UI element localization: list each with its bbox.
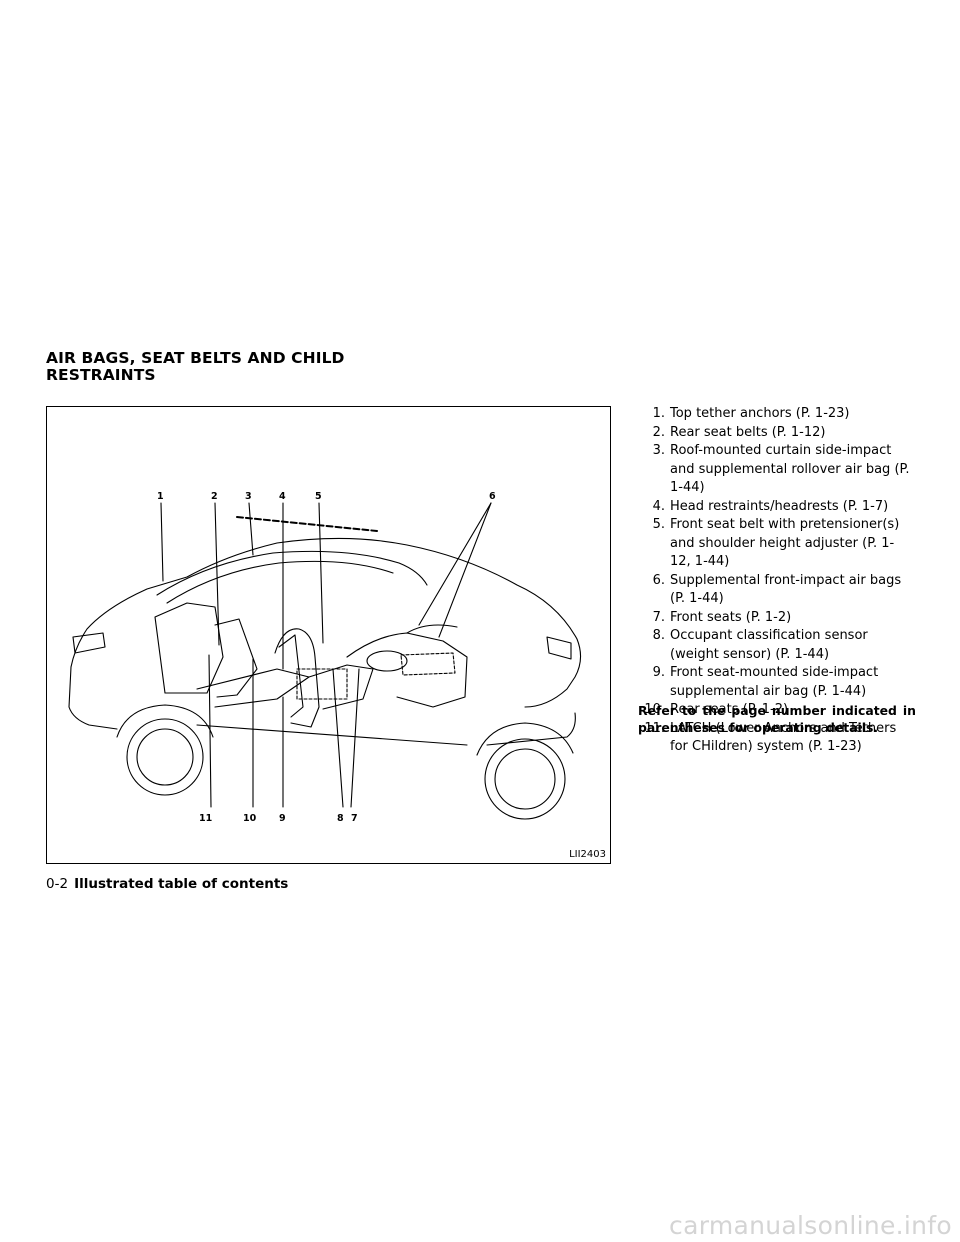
list-item-number: 8. (652, 628, 665, 643)
list-item: 7. Front seats (P. 1-2) (638, 609, 914, 628)
callout-6: 6 (489, 491, 496, 502)
callout-5: 5 (315, 491, 322, 502)
page-number: 0-2 (46, 876, 69, 892)
callout-1: 1 (157, 491, 164, 502)
list-item-number: 1. (652, 406, 665, 421)
callout-11: 11 (199, 813, 212, 824)
list-item-text: Rear seat belts (P. 1-12) (670, 424, 826, 440)
list-item-number: 10. (644, 702, 665, 717)
list-item: 9. Front seat-mounted side-impact supplem… (638, 664, 914, 701)
watermark: carmanualsonline.info (669, 1211, 952, 1240)
section-title-line-2: RESTRAINTS (46, 366, 156, 384)
callout-10: 10 (243, 813, 257, 824)
list-item-number: 4. (652, 498, 665, 514)
list-item: 5. Front seat belt with pretensioner(s) a… (638, 516, 914, 572)
callout-9: 9 (279, 813, 286, 824)
list-item-text: Front seats (P. 1-2) (670, 609, 792, 625)
chapter-title: Illustrated table of contents (74, 876, 289, 892)
list-item: 10. Rear seats (P. 1-2) (638, 701, 914, 720)
list-item-number: 3. (652, 443, 665, 458)
list-item-text: Top tether anchors (P. 1-23) (670, 406, 850, 421)
list-item-number: 2. (652, 424, 665, 440)
list-item-number: 9. (652, 665, 665, 680)
callout-3: 3 (245, 491, 252, 502)
list-item-number: 5. (652, 517, 665, 532)
list-item-text: Supplemental front-impact air bags (P. 1… (670, 572, 902, 607)
list-item-text: Front seat-mounted side-impact supplemen… (670, 665, 879, 699)
list-item: 4. Head restraints/headrests (P. 1-7) (638, 498, 914, 517)
list-item-text: LATCH (Lower Anchors and Tethers for CHi… (670, 720, 897, 755)
page-footer: 0-2 Illustrated table of contents (46, 876, 288, 892)
callout-8: 8 (337, 813, 344, 824)
list-item: 1. Top tether anchors (P. 1-23) (638, 405, 914, 424)
legend-list: 1. Top tether anchors (P. 1-23) 2. Rear se… (638, 405, 914, 757)
list-item: 2. Rear seat belts (P. 1-12) (638, 424, 914, 443)
list-item-text: Roof-mounted curtain side-impact and sup… (670, 443, 910, 495)
list-item: 8. Occupant classification sensor (weight… (638, 627, 914, 664)
section-title: AIR BAGS, SEAT BELTS AND CHILD RESTRAINT… (46, 350, 345, 384)
list-item-number: 6. (652, 572, 665, 588)
list-item: 11. LATCH (Lower Anchors and Tethers for … (638, 720, 914, 757)
list-item: 3. Roof-mounted curtain side-impact and s… (638, 442, 914, 498)
figure-code: LII2403 (569, 849, 606, 860)
list-item: 6. Supplemental front-impact air bags (P.… (638, 572, 914, 609)
car-cutaway-drawing: 1 2 3 4 5 6 11 10 9 8 7 (68, 491, 582, 824)
list-item-text: Front seat belt with pretensioner(s) and… (670, 517, 900, 569)
list-item-number: 7. (652, 609, 665, 625)
vehicle-illustration: 1 2 3 4 5 6 11 10 9 8 7 LII2403 (46, 406, 611, 864)
callout-2: 2 (211, 491, 218, 502)
operating-details-note: Refer to the page number indicated in pa… (638, 703, 916, 735)
list-item-text: Occupant classification sensor (weight s… (670, 628, 868, 662)
section-title-line-1: AIR BAGS, SEAT BELTS AND CHILD (46, 349, 345, 367)
list-item-number: 11. (644, 720, 665, 736)
callout-7: 7 (351, 813, 358, 824)
list-item-text: Head restraints/headrests (P. 1-7) (670, 498, 889, 514)
callout-4: 4 (279, 491, 286, 502)
list-item-text: Rear seats (P. 1-2) (670, 702, 789, 717)
